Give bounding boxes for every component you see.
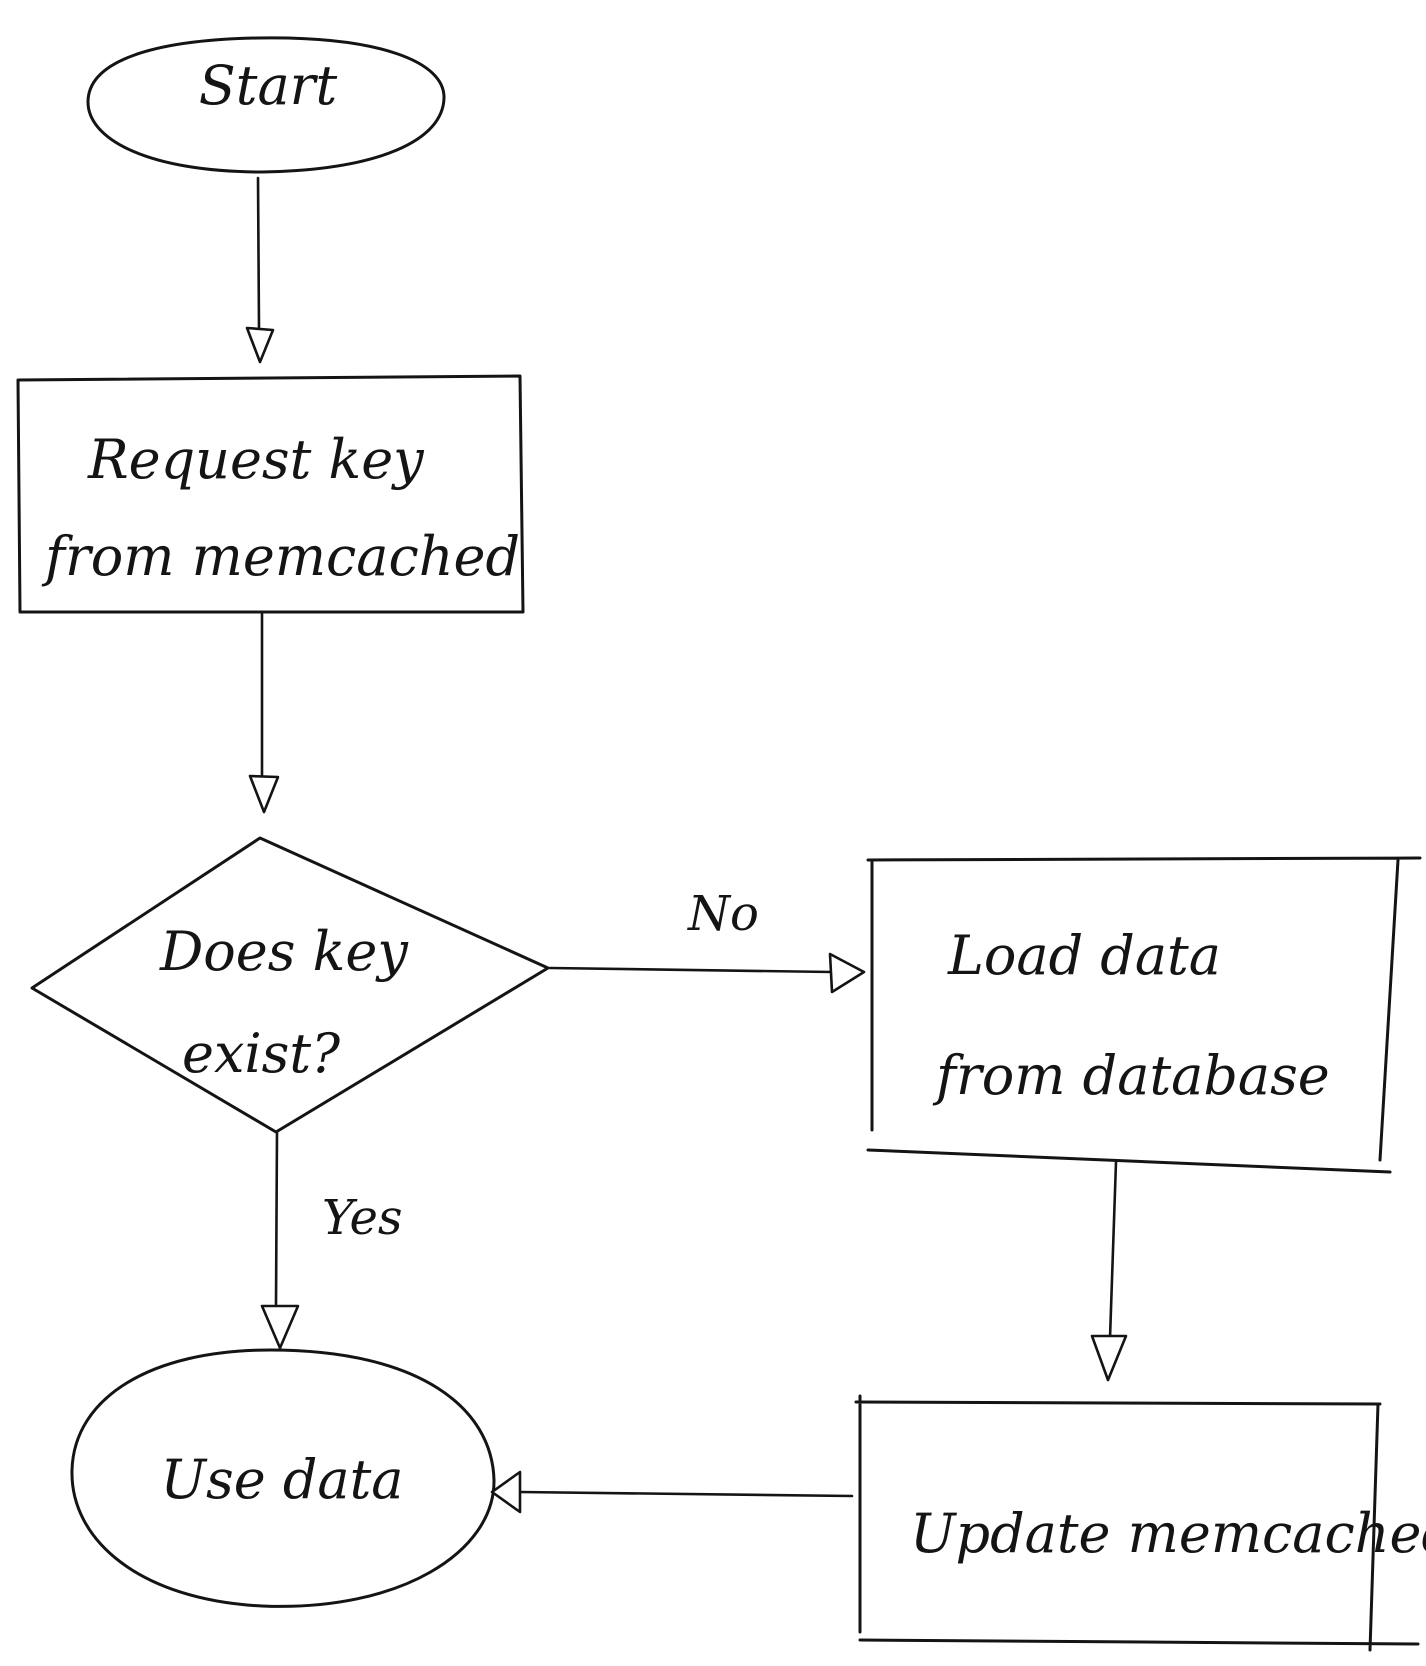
use-data-node: Use data bbox=[70, 1348, 496, 1608]
arrow-update-to-use bbox=[490, 1470, 854, 1514]
use-data-label: Use data bbox=[161, 1448, 404, 1511]
start-label: Start bbox=[199, 54, 338, 117]
update-memcached-node: Update memcached bbox=[854, 1394, 1426, 1652]
request-key-label-line1: Request key bbox=[87, 428, 425, 491]
start-node: Start bbox=[86, 36, 446, 174]
arrow-load-to-update bbox=[1090, 1160, 1128, 1382]
load-data-node: Load data from database bbox=[866, 856, 1422, 1174]
arrow-request-to-decision bbox=[248, 612, 280, 814]
request-key-label-line2: from memcached bbox=[41, 525, 520, 588]
load-data-label-line2: from database bbox=[932, 1044, 1330, 1107]
decision-node: Does key exist? bbox=[30, 836, 550, 1134]
no-branch-label: No bbox=[687, 886, 759, 942]
decision-label-line1: Does key bbox=[159, 920, 409, 983]
arrow-decision-to-load: No bbox=[548, 886, 866, 994]
update-memcached-label: Update memcached bbox=[910, 1502, 1426, 1565]
yes-branch-label: Yes bbox=[322, 1190, 403, 1246]
load-data-label-line1: Load data bbox=[947, 924, 1221, 987]
arrow-decision-to-use: Yes bbox=[260, 1130, 403, 1350]
request-key-node: Request key from memcached bbox=[16, 374, 525, 614]
arrow-start-to-request bbox=[245, 176, 275, 364]
decision-label-line2: exist? bbox=[182, 1022, 341, 1085]
